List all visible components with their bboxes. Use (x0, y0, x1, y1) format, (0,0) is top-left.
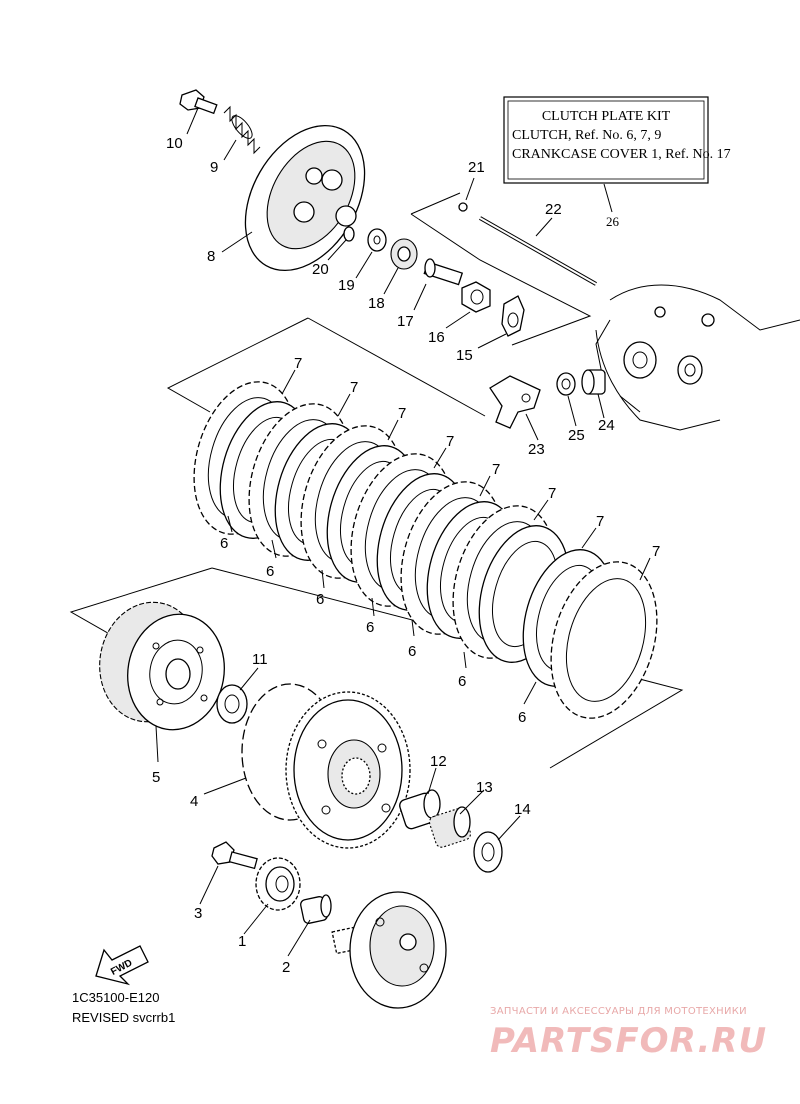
callout-15: 15 (456, 347, 473, 364)
callout-6d: 6 (366, 619, 374, 636)
callout-6f: 6 (458, 673, 466, 690)
primary-drive-gear-part-1 (255, 857, 301, 911)
callout-7c: 7 (398, 405, 406, 422)
callout-1: 1 (238, 933, 246, 950)
callout-6b: 6 (266, 563, 274, 580)
assembly-guide-lines (69, 192, 684, 769)
callout-7a: 7 (294, 355, 302, 372)
bearing-part-18 (390, 238, 418, 270)
callout-13: 13 (476, 779, 493, 796)
fwd-arrow-icon: FWD (95, 945, 149, 986)
watermark-tagline: ЗАПЧАСТИ И АКСЕССУАРЫ ДЛЯ МОТОТЕХНИКИ (490, 1006, 747, 1017)
washer-part-19 (367, 228, 387, 252)
collar-part-24 (581, 369, 606, 395)
push-rod-part-17 (423, 258, 464, 286)
lock-washer-part-15 (501, 295, 525, 337)
nut-part-16 (461, 281, 491, 313)
push-rod-part-22 (479, 216, 597, 286)
friction-plate-7-g (550, 561, 658, 719)
callout-7d: 7 (446, 433, 454, 450)
washer-part-20 (343, 226, 355, 242)
callout-7g: 7 (596, 513, 604, 530)
callout-4: 4 (190, 793, 198, 810)
kit-title: CLUTCH PLATE KIT (542, 109, 671, 124)
needle-bearing-part-13 (428, 806, 472, 848)
leader-lines (155, 107, 651, 957)
callout-23: 23 (528, 441, 545, 458)
primary-driven-gear-part-4 (241, 683, 411, 849)
pressure-plate-part-8 (244, 124, 366, 272)
kit-line-crankcase: CRANKCASE COVER 1, Ref. No. 17 (512, 147, 731, 162)
callout-labels: 10 9 8 20 19 18 17 16 15 21 22 23 25 24 … (152, 135, 660, 976)
callout-17: 17 (397, 313, 414, 330)
thrust-washer-part-11 (216, 684, 248, 724)
clutch-boss-part-5 (99, 601, 225, 731)
callout-19: 19 (338, 277, 355, 294)
bolt-part-10 (179, 89, 218, 115)
callout-6e: 6 (408, 643, 416, 660)
clutch-housing-part (331, 891, 447, 1009)
callout-7b: 7 (350, 379, 358, 396)
callout-7h: 7 (652, 543, 660, 560)
callout-2: 2 (282, 959, 290, 976)
ball-part-21 (458, 202, 468, 212)
bolt-part-3 (211, 841, 258, 870)
callout-3: 3 (194, 905, 202, 922)
spacer-part-12 (399, 789, 441, 830)
kit-ref-26: 26 (606, 214, 620, 229)
callout-12: 12 (430, 753, 447, 770)
collar-part-2 (300, 894, 332, 924)
callout-6g: 6 (518, 709, 526, 726)
callout-25: 25 (568, 427, 585, 444)
watermark-logo-text: PARTSFOR.RU (490, 1021, 767, 1060)
callout-14: 14 (514, 801, 531, 818)
callout-20: 20 (312, 261, 329, 278)
callout-10: 10 (166, 135, 183, 152)
lever-part-23 (489, 375, 541, 429)
diagram-revision: REVISED svcrrb1 (72, 1010, 176, 1025)
callout-7e: 7 (492, 461, 500, 478)
thrust-washer-part-14 (473, 831, 503, 873)
collar-part-25 (556, 372, 576, 396)
callout-24: 24 (598, 417, 615, 434)
clutch-plate-kit-box: CLUTCH PLATE KIT CLUTCH, Ref. No. 6, 7, … (503, 96, 731, 229)
callout-22: 22 (545, 201, 562, 218)
callout-6a: 6 (220, 535, 228, 552)
callout-5: 5 (152, 769, 160, 786)
watermark-logo: PARTSFOR.RU (490, 1021, 767, 1060)
callout-11: 11 (252, 651, 268, 668)
callout-18: 18 (368, 295, 385, 312)
callout-21: 21 (468, 159, 485, 176)
crankcase-cover-fragment (595, 284, 800, 431)
callout-6c: 6 (316, 591, 324, 608)
diagram-code: 1C35100-E120 (72, 990, 160, 1005)
callout-16: 16 (428, 329, 445, 346)
callout-9: 9 (210, 159, 218, 176)
callout-8: 8 (207, 248, 215, 265)
plate-stack (193, 381, 658, 719)
callout-7f: 7 (548, 485, 556, 502)
spring-part-9 (223, 105, 261, 155)
kit-line-clutch: CLUTCH, Ref. No. 6, 7, 9 (512, 128, 661, 143)
